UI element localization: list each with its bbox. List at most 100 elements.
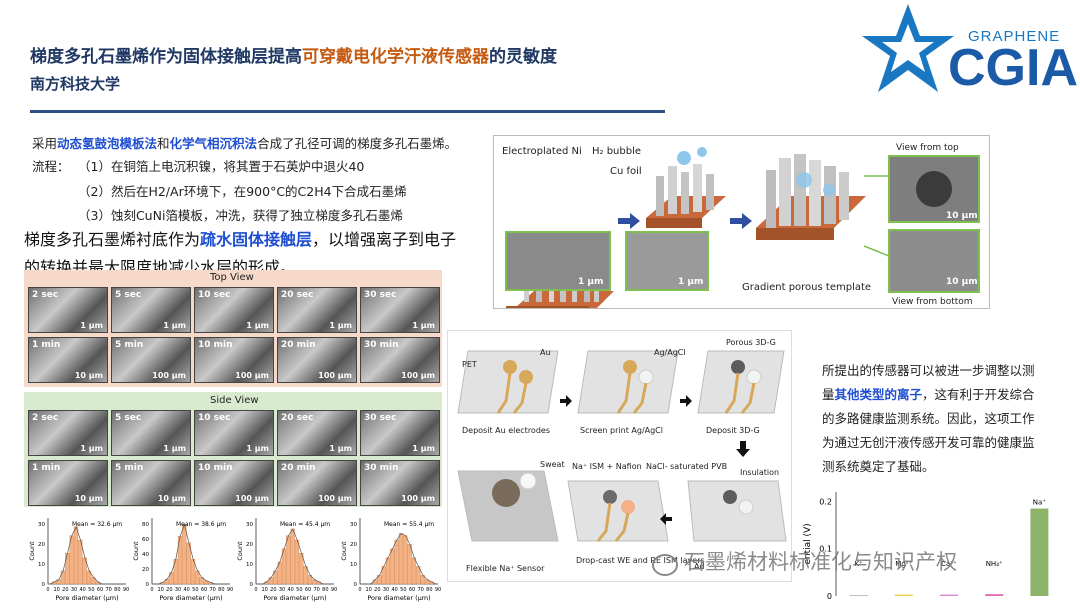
sem-time-label: 20 sec	[281, 290, 314, 300]
histogram-xtick: 50	[192, 587, 198, 593]
sem-time-label: 5 min	[115, 463, 144, 473]
sem-scale-label: 1 μm	[246, 321, 269, 330]
sem-scale-label: 100 μm	[318, 371, 352, 380]
sem-time-label: 30 min	[364, 463, 399, 473]
histogram-xtick: 30	[175, 587, 181, 593]
histogram-bar	[164, 578, 170, 585]
label-view-top: View from top	[896, 143, 959, 153]
top-view-label: Top View	[210, 272, 254, 283]
histogram-ytick: 30	[246, 522, 253, 528]
histogram-xlabel: Pore diameter (μm)	[159, 594, 222, 602]
sem-scale-label: 1 μm	[329, 444, 352, 453]
logo-graphene-text: GRAPHENE	[968, 28, 1061, 45]
side-view-label: Side View	[210, 395, 259, 406]
potential-ion-label: NH₄⁺	[986, 560, 1003, 568]
histogram-xtick: 80	[426, 587, 432, 593]
svg-text:Au: Au	[540, 348, 551, 357]
sensor-schematic: PET Au Deposit Au electrodes Ag/AgCl Scr…	[457, 338, 787, 573]
histogram-mean-label: Mean = 32.6 μm	[72, 521, 122, 528]
histogram-xtick: 0	[358, 587, 361, 593]
potential-ion-label: Na⁺	[1033, 499, 1047, 507]
histogram-ytick: 0	[146, 582, 150, 588]
histogram-ytick: 10	[38, 562, 45, 568]
histogram-bar	[182, 524, 187, 585]
label-cu-foil: Cu foil	[610, 166, 642, 177]
histogram-xtick: 20	[374, 587, 380, 593]
histogram-xtick: 60	[409, 587, 415, 593]
potential-ion-label: Mg²⁺	[895, 560, 912, 568]
histogram-xtick: 60	[201, 587, 207, 593]
potential-ytick: 0.2	[819, 497, 832, 506]
histogram-xtick: 40	[287, 587, 293, 593]
histogram-fit-curve	[258, 528, 332, 585]
conclusion-line-3: 的多路健康监测系统。因此，这项工作	[822, 411, 1035, 426]
title-highlight: 可穿戴电化学汗液传感器	[302, 47, 489, 67]
histogram-bar	[411, 557, 417, 585]
sensor-step-2: Ag/AgCl Screen print Ag/AgCl	[577, 348, 686, 435]
potential-chart-svg: ential (V)0.20.10K⁺Mg²⁺Ca²⁺NH₄⁺Na⁺	[803, 492, 1049, 601]
histogram-xtick: 20	[166, 587, 172, 593]
cgia-logo: GRAPHENE CGIA	[858, 2, 1078, 100]
svg-text:NaCl- saturated PVB: NaCl- saturated PVB	[646, 462, 727, 471]
potential-ion-label: K⁺	[854, 560, 863, 568]
potential-bar	[1030, 508, 1049, 596]
conclusion-line-1: 所提出的传感器可以被进一步调整以测	[822, 363, 1035, 378]
wechat-watermark: 石墨烯材料标准化与知识产权	[652, 546, 957, 576]
histogram-ylabel: Count	[132, 541, 140, 561]
svg-text:Ag/AgCl: Ag/AgCl	[654, 348, 686, 357]
potential-bar	[940, 594, 958, 596]
histogram-xtick: 90	[227, 587, 233, 593]
histogram-xtick: 50	[400, 587, 406, 593]
svg-text:Insulation: Insulation	[740, 468, 779, 477]
institution: 南方科技大学	[30, 75, 121, 93]
fabrication-schematic-panel: Electroplated Ni H₂ bubble Cu foil Gradi…	[493, 135, 990, 316]
title-part-3: 的灵敏度	[489, 47, 557, 67]
potential-ylabel: ential (V)	[803, 523, 813, 564]
sem-time-label: 5 sec	[115, 290, 142, 300]
histogram-ylabel: Count	[28, 541, 36, 561]
histogram-xtick: 20	[62, 587, 68, 593]
sem-scale-label: 1 μm	[412, 444, 435, 453]
histogram-bar	[398, 533, 404, 585]
sem-scale-label: 1 μm	[246, 444, 269, 453]
histogram-xtick: 10	[53, 587, 59, 593]
histogram-xtick: 30	[279, 587, 285, 593]
star-logo-icon	[862, 4, 954, 92]
potential-bar	[849, 595, 868, 597]
svg-text:10 μm: 10 μm	[946, 277, 978, 287]
histogram-fit-curve	[50, 525, 124, 585]
histogram-xtick: 90	[123, 587, 129, 593]
svg-text:Deposit Au electrodes: Deposit Au electrodes	[462, 426, 550, 435]
conclusion-line-2: 量其他类型的离子，这有利于开发综合	[822, 387, 1035, 402]
histogram-mean-label: Mean = 38.6 μm	[176, 521, 226, 528]
histogram-xtick: 80	[114, 587, 120, 593]
sem-scale-label: 1 μm	[163, 444, 186, 453]
histogram-xtick: 80	[322, 587, 328, 593]
histogram-bar	[394, 539, 399, 585]
sensor-step-1: PET Au Deposit Au electrodes	[457, 348, 559, 435]
histogram-xtick: 10	[157, 587, 163, 593]
sem-scale-label: 1 μm	[80, 444, 103, 453]
potential-ytick: 0.1	[819, 545, 832, 554]
histogram-xtick: 30	[71, 587, 77, 593]
sem-time-label: 20 min	[281, 463, 316, 473]
histogram-bar	[390, 548, 395, 585]
header-divider	[30, 110, 665, 113]
histogram-xtick: 70	[105, 587, 111, 593]
sem-time-label: 2 sec	[32, 290, 59, 300]
flow-label: 流程：	[32, 159, 70, 174]
sem-scale-label: 100 μm	[235, 371, 269, 380]
histogram-xtick: 10	[365, 587, 371, 593]
sem-scale-label: 1 μm	[412, 321, 435, 330]
label-h2-bubble: H₂ bubble	[592, 146, 641, 157]
sem-scale-label: 10 μm	[74, 371, 103, 380]
